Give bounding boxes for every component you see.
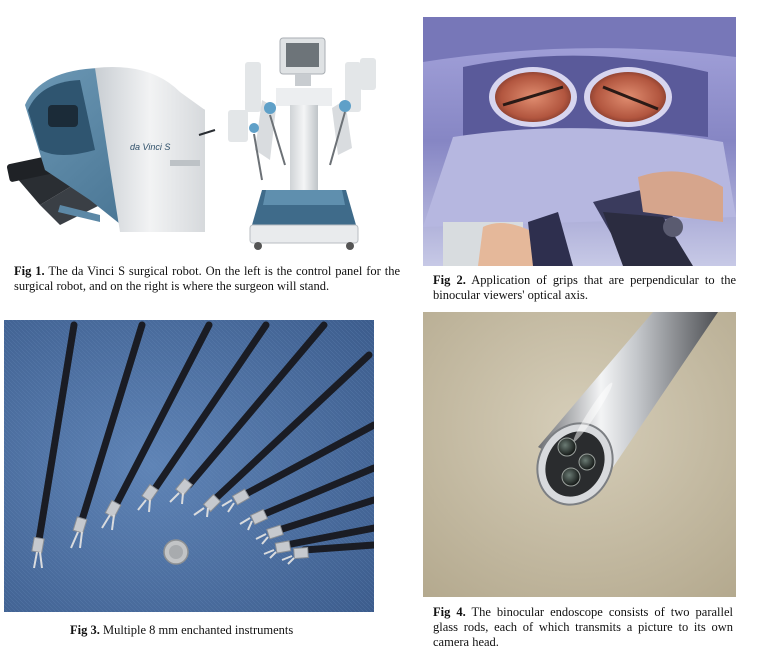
fig1-label: Fig 1. xyxy=(14,264,45,278)
fig4-caption: Fig 4. The binocular endoscope consists … xyxy=(433,605,733,650)
fig1-caption: Fig 1. The da Vinci S surgical robot. On… xyxy=(14,264,400,294)
fig1-caption-text: The da Vinci S surgical robot. On the le… xyxy=(14,264,400,293)
fig1-illustration: da Vinci S xyxy=(6,37,376,250)
instrument-shafts xyxy=(35,321,374,554)
fig3-caption: Fig 3. Multiple 8 mm enchanted instrumen… xyxy=(70,623,370,638)
fig2-caption-text: Application of grips that are perpendicu… xyxy=(433,273,736,302)
fig3-image xyxy=(4,320,374,612)
surgeon-console: da Vinci S xyxy=(6,67,216,232)
hand-controls xyxy=(443,171,723,266)
fig1-image: da Vinci S xyxy=(0,0,400,258)
fig2-illustration xyxy=(423,17,736,266)
fig3-caption-text: Multiple 8 mm enchanted instruments xyxy=(99,623,294,637)
fig2-caption: Fig 2. Application of grips that are per… xyxy=(433,273,736,303)
fig3-label: Fig 3. xyxy=(70,623,100,637)
coin xyxy=(163,539,189,565)
fig4-label: Fig 4. xyxy=(433,605,466,619)
endoscope xyxy=(536,312,718,506)
patient-cart xyxy=(228,37,376,250)
fig4-image xyxy=(423,312,736,597)
fig3-illustration xyxy=(4,320,374,612)
instrument-tips xyxy=(31,477,309,560)
console-logo: da Vinci S xyxy=(130,142,170,152)
fig2-label: Fig 2. xyxy=(433,273,466,287)
binocular-viewer xyxy=(489,67,672,127)
fig4-caption-text: The binocular endoscope consists of two … xyxy=(433,605,733,649)
instrument-jaws xyxy=(33,492,295,569)
fig2-image xyxy=(423,17,736,266)
fig4-illustration xyxy=(423,312,736,597)
